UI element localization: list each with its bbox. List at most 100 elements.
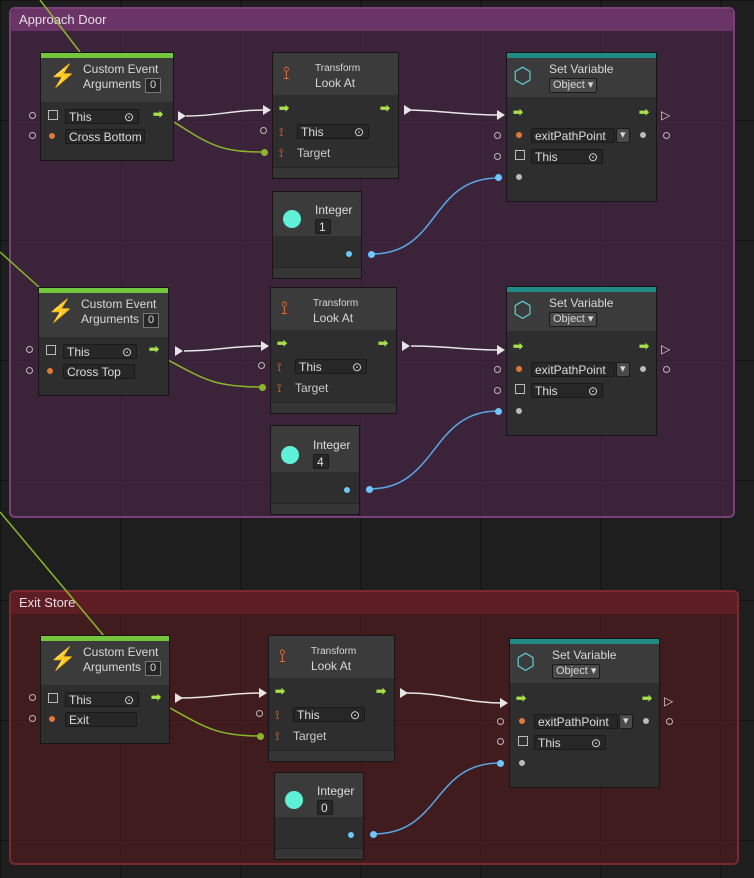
control-output-arrow-icon[interactable]: ▷ bbox=[664, 694, 674, 708]
port-hollow[interactable] bbox=[26, 346, 33, 353]
port-blue[interactable] bbox=[370, 831, 377, 838]
port-hollow[interactable] bbox=[497, 718, 504, 725]
control-input-triangle[interactable] bbox=[259, 688, 267, 698]
flow-in-arrow-icon[interactable]: ➡ bbox=[277, 336, 288, 350]
port-hollow[interactable] bbox=[29, 132, 36, 139]
variable-kind-dropdown[interactable]: Object ▾ bbox=[549, 77, 598, 93]
integer-value-field[interactable]: 0 bbox=[317, 800, 333, 815]
control-output-triangle[interactable] bbox=[402, 341, 410, 351]
port-hollow[interactable] bbox=[663, 132, 670, 139]
control-input-triangle[interactable] bbox=[497, 345, 505, 355]
group-title[interactable]: Exit Store bbox=[11, 592, 737, 614]
port-hollow[interactable] bbox=[494, 153, 501, 160]
control-output-arrow-icon[interactable]: ▷ bbox=[661, 108, 671, 122]
transform-look-at-node[interactable]: ⟟ Transform Look At ➡ ➡ ⟟ This⊙ ⟟ Target bbox=[272, 52, 399, 179]
group-title[interactable]: Approach Door bbox=[11, 9, 733, 31]
flow-out-arrow-icon[interactable]: ➡ bbox=[149, 342, 160, 356]
integer-node[interactable]: Integer 1 bbox=[272, 191, 362, 279]
port-blue[interactable] bbox=[368, 251, 375, 258]
self-object-field[interactable]: This⊙ bbox=[63, 344, 137, 359]
arguments-count-field[interactable]: 0 bbox=[145, 77, 162, 93]
variable-name-field[interactable]: exitPathPoint bbox=[531, 362, 615, 377]
port-green[interactable] bbox=[261, 149, 268, 156]
port-hollow[interactable] bbox=[29, 715, 36, 722]
port-input[interactable] bbox=[516, 408, 522, 414]
port-hollow[interactable] bbox=[494, 132, 501, 139]
variable-name-field[interactable]: exitPathPoint bbox=[531, 128, 615, 143]
flow-out-arrow-icon[interactable]: ➡ bbox=[153, 107, 164, 121]
port-hollow[interactable] bbox=[256, 710, 263, 717]
set-variable-node[interactable]: ⬡ Set Variable Object ▾ ➡ ➡ exitPathPoin… bbox=[506, 52, 657, 202]
transform-look-at-node[interactable]: ⟟ Transform Look At ➡ ➡ ⟟ This⊙ ⟟ Target bbox=[268, 635, 395, 762]
port-hollow[interactable] bbox=[663, 366, 670, 373]
port-blue[interactable] bbox=[495, 174, 502, 181]
port-output[interactable] bbox=[640, 132, 646, 138]
port-output[interactable] bbox=[348, 832, 354, 838]
port-blue[interactable] bbox=[495, 408, 502, 415]
event-name-field[interactable]: Cross Bottom bbox=[65, 129, 145, 144]
port-blue[interactable] bbox=[497, 760, 504, 767]
port-orange[interactable] bbox=[516, 132, 522, 138]
port-orange[interactable] bbox=[49, 133, 55, 139]
port-output[interactable] bbox=[344, 487, 350, 493]
arguments-count-field[interactable]: 0 bbox=[143, 312, 160, 328]
flow-in-arrow-icon[interactable]: ➡ bbox=[513, 339, 524, 353]
port-orange[interactable] bbox=[519, 718, 525, 724]
flow-out-arrow-icon[interactable]: ➡ bbox=[380, 101, 391, 115]
flow-out-arrow-icon[interactable]: ➡ bbox=[378, 336, 389, 350]
port-blue[interactable] bbox=[366, 486, 373, 493]
self-object-field[interactable]: This⊙ bbox=[531, 149, 603, 164]
port-output[interactable] bbox=[346, 251, 352, 257]
variable-kind-dropdown[interactable]: Object ▾ bbox=[549, 311, 598, 327]
flow-in-arrow-icon[interactable]: ➡ bbox=[516, 691, 527, 705]
arguments-count-field[interactable]: 0 bbox=[145, 660, 162, 676]
port-orange[interactable] bbox=[49, 716, 55, 722]
self-object-field[interactable]: This⊙ bbox=[531, 383, 603, 398]
self-object-field[interactable]: This⊙ bbox=[65, 692, 139, 707]
event-name-field[interactable]: Exit bbox=[65, 712, 137, 727]
event-name-field[interactable]: Cross Top bbox=[63, 364, 135, 379]
control-input-triangle[interactable] bbox=[263, 105, 271, 115]
flow-out-arrow-icon[interactable]: ➡ bbox=[642, 691, 653, 705]
control-output-triangle[interactable] bbox=[400, 688, 408, 698]
port-input[interactable] bbox=[516, 174, 522, 180]
port-hollow[interactable] bbox=[26, 367, 33, 374]
self-object-field[interactable]: This⊙ bbox=[534, 735, 606, 750]
port-hollow[interactable] bbox=[494, 366, 501, 373]
integer-value-field[interactable]: 1 bbox=[315, 219, 331, 234]
flow-out-arrow-icon[interactable]: ➡ bbox=[639, 105, 650, 119]
self-object-field[interactable]: This⊙ bbox=[65, 109, 139, 124]
set-variable-node[interactable]: ⬡ Set Variable Object ▾ ➡ ➡ exitPathPoin… bbox=[509, 638, 660, 788]
port-green[interactable] bbox=[259, 384, 266, 391]
port-green[interactable] bbox=[257, 733, 264, 740]
port-hollow[interactable] bbox=[666, 718, 673, 725]
port-orange[interactable] bbox=[47, 368, 53, 374]
flow-out-arrow-icon[interactable]: ➡ bbox=[376, 684, 387, 698]
port-output[interactable] bbox=[640, 366, 646, 372]
variable-kind-dropdown[interactable]: Object ▾ bbox=[552, 663, 601, 679]
set-variable-node[interactable]: ⬡ Set Variable Object ▾ ➡ ➡ exitPathPoin… bbox=[506, 286, 657, 436]
integer-value-field[interactable]: 4 bbox=[313, 454, 329, 469]
port-hollow[interactable] bbox=[258, 362, 265, 369]
port-hollow[interactable] bbox=[260, 127, 267, 134]
port-hollow[interactable] bbox=[29, 112, 36, 119]
transform-look-at-node[interactable]: ⟟ Transform Look At ➡ ➡ ⟟ This⊙ ⟟ Target bbox=[270, 287, 397, 414]
port-input[interactable] bbox=[519, 760, 525, 766]
control-output-triangle[interactable] bbox=[175, 693, 183, 703]
flow-in-arrow-icon[interactable]: ➡ bbox=[275, 684, 286, 698]
self-transform-field[interactable]: This⊙ bbox=[295, 359, 367, 374]
control-output-triangle[interactable] bbox=[404, 105, 412, 115]
flow-in-arrow-icon[interactable]: ➡ bbox=[279, 101, 290, 115]
self-transform-field[interactable]: This⊙ bbox=[293, 707, 365, 722]
control-output-triangle[interactable] bbox=[175, 346, 183, 356]
flow-out-arrow-icon[interactable]: ➡ bbox=[639, 339, 650, 353]
variable-name-dropdown[interactable]: ▾ bbox=[616, 128, 630, 143]
flow-out-arrow-icon[interactable]: ➡ bbox=[151, 690, 162, 704]
self-transform-field[interactable]: This⊙ bbox=[297, 124, 369, 139]
port-output[interactable] bbox=[643, 718, 649, 724]
control-input-triangle[interactable] bbox=[497, 110, 505, 120]
control-input-triangle[interactable] bbox=[261, 341, 269, 351]
port-hollow[interactable] bbox=[497, 738, 504, 745]
